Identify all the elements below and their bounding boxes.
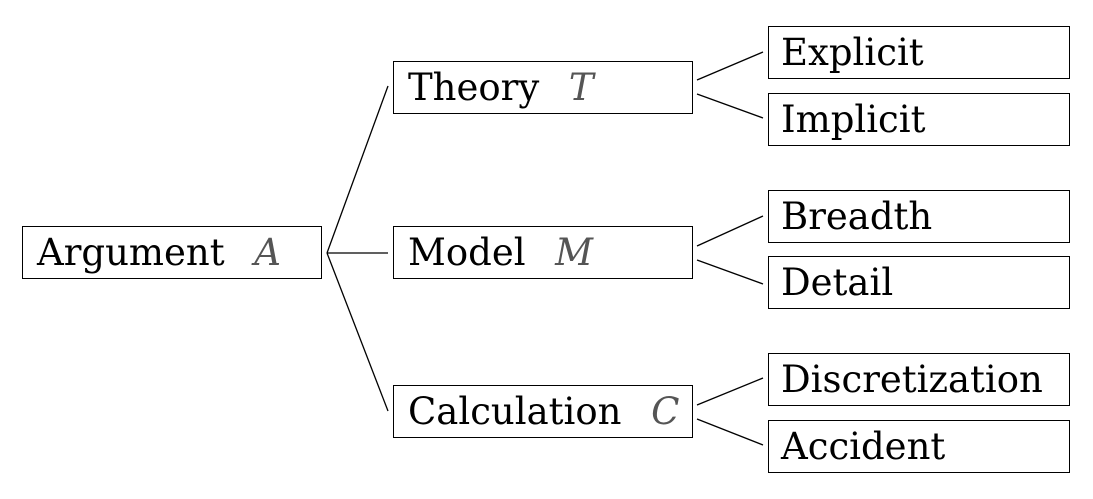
edge-model-detail	[696, 259, 764, 285]
node-calculation: Calculation C	[393, 385, 693, 438]
leaf-accident-label: Accident	[781, 425, 946, 468]
edge-model-breadth	[696, 215, 764, 247]
leaf-explicit: Explicit	[768, 26, 1070, 79]
leaf-implicit: Implicit	[768, 93, 1070, 146]
leaf-discretization-label: Discretization	[781, 358, 1043, 401]
leaf-explicit-label: Explicit	[781, 31, 924, 74]
edge-theory-explicit	[696, 51, 764, 81]
node-theory-symbol: T	[568, 66, 594, 109]
edge-root-theory	[326, 85, 389, 254]
node-model-label: Model	[408, 231, 526, 274]
edge-calculation-discretization	[696, 377, 764, 406]
leaf-implicit-label: Implicit	[781, 98, 926, 141]
node-argument-symbol: A	[254, 231, 281, 274]
node-argument-label: Argument	[37, 231, 225, 274]
leaf-detail-label: Detail	[781, 261, 894, 304]
leaf-discretization: Discretization	[768, 353, 1070, 406]
leaf-detail: Detail	[768, 256, 1070, 309]
node-model: Model M	[393, 226, 693, 279]
node-calculation-symbol: C	[651, 390, 680, 433]
edge-theory-implicit	[696, 93, 764, 119]
leaf-breadth: Breadth	[768, 190, 1070, 243]
node-model-symbol: M	[555, 231, 594, 274]
edge-root-calculation	[326, 252, 389, 412]
node-argument: Argument A	[22, 226, 322, 279]
node-theory: Theory T	[393, 61, 693, 114]
node-calculation-label: Calculation	[408, 390, 622, 433]
leaf-breadth-label: Breadth	[781, 195, 933, 238]
leaf-accident: Accident	[768, 420, 1070, 473]
edge-calculation-accident	[696, 418, 764, 446]
node-theory-label: Theory	[408, 66, 540, 109]
